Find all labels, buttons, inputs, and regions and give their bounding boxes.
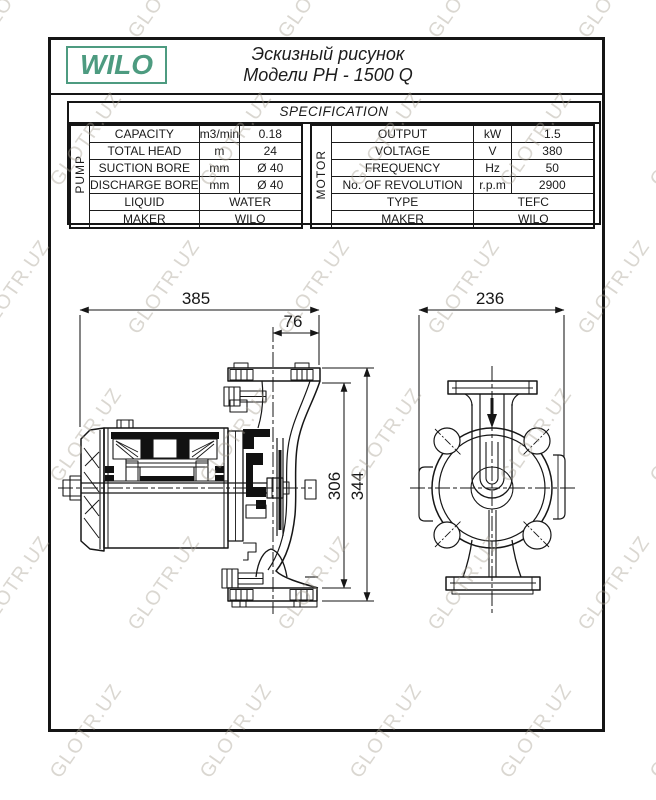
flow-direction-arrow <box>487 398 497 428</box>
pump-technical-drawing: 385 76 306 344 <box>58 289 578 614</box>
watermark-text: GLOTR.UZ <box>0 532 55 635</box>
watermark-text: GLOTR.UZ <box>645 680 656 783</box>
spec-label: No. OF REVOLUTION <box>331 176 475 194</box>
spec-unit: V <box>473 142 513 160</box>
pump-group-cell: PUMP <box>69 124 90 229</box>
spec-value: 2900 <box>511 176 595 194</box>
seal-and-bracket <box>227 429 270 542</box>
discharge-neck <box>462 510 522 578</box>
spec-label: LIQUID <box>89 193 200 211</box>
dim-side-width-flange: 76 <box>284 312 303 331</box>
spec-value: 1.5 <box>511 124 595 143</box>
spec-unit: m <box>198 142 241 160</box>
spec-value: 0.18 <box>239 124 303 143</box>
spec-label: TYPE <box>331 193 475 211</box>
motor-fan-cover <box>62 427 105 552</box>
document-frame <box>48 37 605 732</box>
casing-lugs <box>433 427 552 550</box>
header-divider <box>51 93 605 95</box>
discharge-flange <box>445 576 541 595</box>
spec-label: DISCHARGE BORE <box>89 176 200 194</box>
spec-unit: m3/min <box>198 124 241 143</box>
spec-table-title: SPECIFICATION <box>69 103 599 124</box>
title-line-2: Модели PH - 1500 Q <box>243 65 413 85</box>
motor-group-cell: MOTOR <box>310 124 333 229</box>
impeller <box>276 438 284 536</box>
spec-label: CAPACITY <box>89 124 200 143</box>
dim-side-height-total: 344 <box>348 472 367 500</box>
pump-spec-table: PUMP CAPACITY m3/min 0.18 TOTAL HEAD m 2… <box>69 124 303 229</box>
dim-front-width-total: 236 <box>476 289 504 308</box>
watermark-text: GLOTR.UZ <box>0 236 55 339</box>
front-view-drawing: 236 <box>410 289 578 614</box>
wilo-logo: WILO <box>66 46 167 84</box>
spec-label: TOTAL HEAD <box>89 142 200 160</box>
watermark-text: GLOTR.UZ <box>645 88 656 191</box>
wilo-logo-text: WILO <box>79 49 154 80</box>
watermark-text: GLOTR.UZ <box>645 384 656 487</box>
spec-value: WILO <box>473 210 595 229</box>
spec-value: WILO <box>198 210 303 229</box>
spec-unit: Hz <box>473 159 513 177</box>
dim-side-height-inner: 306 <box>325 472 344 500</box>
title-line-1: Эскизный рисунок <box>251 44 405 64</box>
spec-label: OUTPUT <box>331 124 475 143</box>
volute-casing-side <box>221 362 321 608</box>
spec-table-body: PUMP CAPACITY m3/min 0.18 TOTAL HEAD m 2… <box>69 124 599 229</box>
spec-label: FREQUENCY <box>331 159 475 177</box>
watermark-text: GLOTR.UZ <box>0 0 55 43</box>
dim-side-width-total: 385 <box>182 289 210 308</box>
spec-value: 50 <box>511 159 595 177</box>
spec-label: SUCTION BORE <box>89 159 200 177</box>
motor-body <box>103 419 229 549</box>
spec-label: VOLTAGE <box>331 142 475 160</box>
spec-label: MAKER <box>331 210 475 229</box>
spec-value: Ø 40 <box>239 176 303 194</box>
spec-value: WATER <box>198 193 303 211</box>
spec-value: 24 <box>239 142 303 160</box>
spec-value: 380 <box>511 142 595 160</box>
side-view-drawing: 385 76 306 344 <box>58 289 374 614</box>
motor-spec-table: MOTOR OUTPUT kW 1.5 VOLTAGE V 380 FREQUE… <box>309 124 595 229</box>
spec-unit: kW <box>473 124 513 143</box>
spec-unit: mm <box>198 176 241 194</box>
spec-value: TEFC <box>473 193 595 211</box>
spec-unit: mm <box>198 159 241 177</box>
page-title: Эскизный рисунок Модели PH - 1500 Q <box>0 44 656 86</box>
spec-value: Ø 40 <box>239 159 303 177</box>
suction-flange-and-neck <box>447 380 538 510</box>
spec-unit: r.p.m <box>473 176 513 194</box>
specification-table: SPECIFICATION PUMP CAPACITY m3/min 0.18 … <box>67 101 601 229</box>
spec-label: MAKER <box>89 210 200 229</box>
